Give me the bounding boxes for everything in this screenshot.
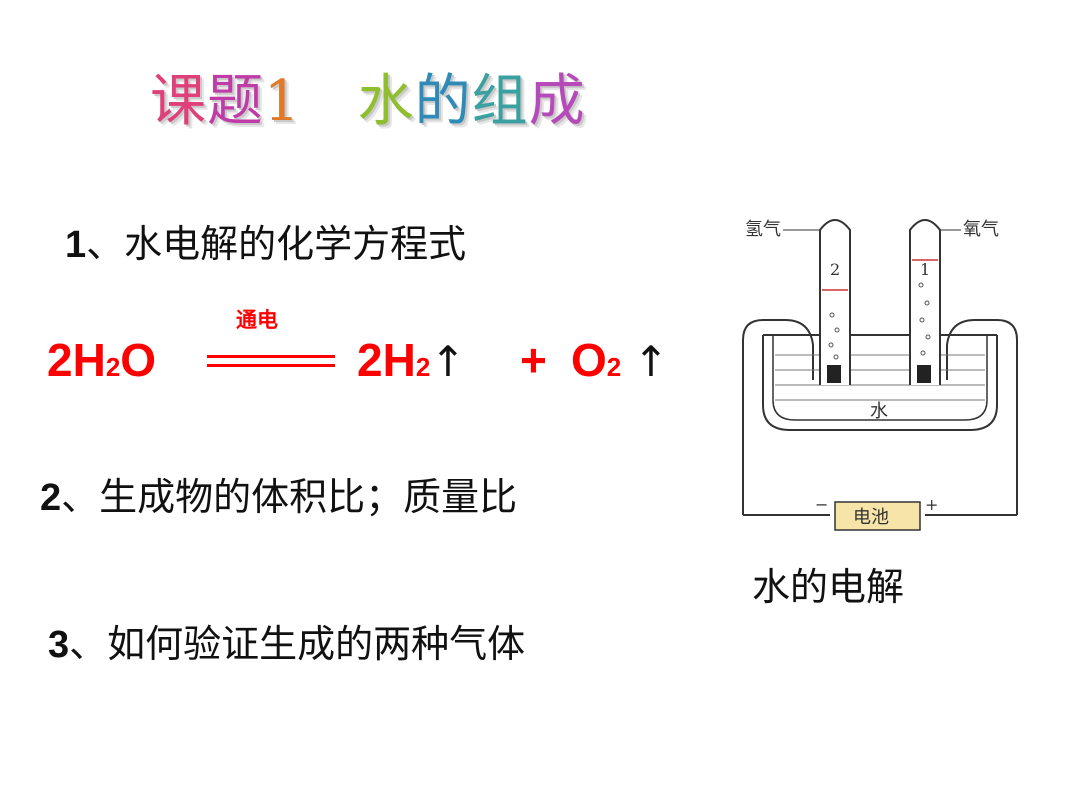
product2-coef: O [571, 334, 607, 386]
tube-left-number: 2 [830, 260, 840, 279]
gas-arrow-icon: ↑ [633, 337, 669, 386]
title-char: 组 [471, 69, 529, 134]
product-hydrogen: 2H2↑ [357, 330, 465, 397]
question-2-text: 、生成物的体积比；质量比 [61, 475, 518, 519]
diagram-caption: 水的电解 [752, 565, 905, 609]
title-char: 的 [414, 69, 472, 134]
question-2-number: 2 [40, 477, 62, 519]
product1-coef: 2H [357, 334, 416, 386]
question-1-text: 、水电解的化学方程式 [86, 222, 467, 266]
question-3-text: 、如何验证生成的两种气体 [69, 622, 526, 666]
question-3: 3、如何验证生成的两种气体 [48, 625, 525, 664]
electrolysis-diagram: 氢气 氧气 2 1 水 电池 − + [742, 219, 1018, 531]
product1-sub: 2 [415, 352, 431, 382]
electrode-right [917, 365, 931, 383]
title-char: 课 [150, 69, 207, 134]
reactant-sub: 2 [105, 352, 121, 382]
oxygen-label: 氧气 [963, 219, 999, 240]
tube-right-number: 1 [920, 260, 930, 279]
reactant-water: 2H2O [47, 330, 156, 397]
reactant-rest: O [120, 334, 157, 386]
bubbles [828, 282, 931, 360]
product2-sub: 2 [606, 352, 622, 382]
battery [834, 501, 921, 531]
battery-minus: − [815, 495, 828, 514]
title-char: 1 [264, 69, 301, 134]
electrode-left [827, 365, 841, 383]
hydrogen-label: 氢气 [745, 219, 781, 240]
title-char: 水 [357, 69, 415, 134]
question-1-number: 1 [65, 224, 87, 266]
question-1: 1、水电解的化学方程式 [65, 225, 466, 264]
trough-inner [772, 335, 988, 421]
reactant-coef: 2H [47, 334, 106, 386]
battery-label: 电池 [853, 507, 889, 528]
wire-right [946, 319, 1018, 515]
water-label: 水 [870, 401, 888, 422]
question-2: 2、生成物的体积比；质量比 [40, 478, 517, 517]
title-char [301, 62, 358, 142]
title-char: 成 [528, 69, 586, 134]
title-char: 题 [207, 69, 264, 134]
equals-sign [207, 351, 335, 371]
question-3-number: 3 [48, 624, 70, 666]
plus-sign: + [520, 334, 547, 386]
battery-plus: + [925, 495, 938, 514]
slide-title: 课题1 水的组成 [150, 62, 710, 142]
hydrogen-tube [819, 219, 851, 385]
reaction-condition: 通电 [236, 308, 278, 332]
trough [762, 335, 998, 431]
wire-left [742, 319, 814, 515]
product-oxygen: O2 ↑ [571, 330, 668, 397]
gas-arrow-icon: ↑ [430, 337, 466, 386]
